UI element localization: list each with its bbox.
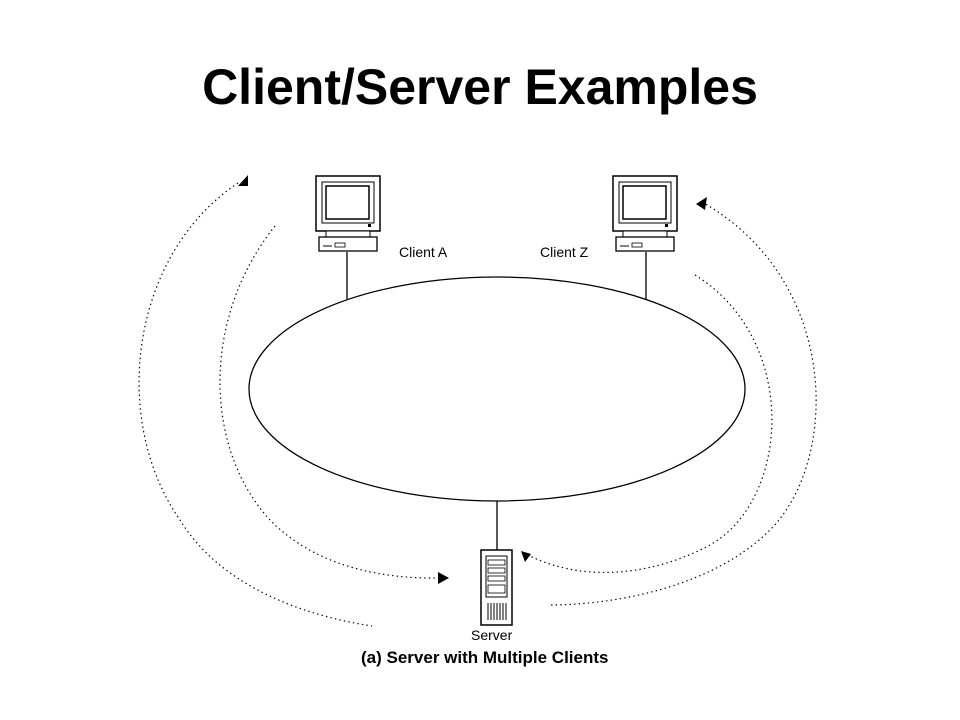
client-a-computer bbox=[315, 175, 381, 252]
left-outer-dotted-arc bbox=[138, 182, 373, 627]
client-z-label: Client Z bbox=[540, 244, 589, 260]
arrowhead-icon bbox=[438, 572, 449, 584]
server-tower-icon bbox=[480, 549, 513, 626]
monitor-icon bbox=[315, 175, 381, 252]
network-ellipse bbox=[248, 276, 746, 502]
right-inner-dotted-arc bbox=[529, 274, 773, 573]
server-label: Server bbox=[471, 627, 513, 643]
left-inner-dotted-arc bbox=[219, 225, 441, 579]
arrowhead-icon bbox=[238, 175, 248, 186]
client-z-computer bbox=[612, 175, 678, 252]
monitor-icon bbox=[612, 175, 678, 252]
right-outer-dotted-arc bbox=[547, 201, 817, 606]
arrowhead-icon bbox=[696, 197, 707, 210]
client-a-label: Client A bbox=[399, 244, 448, 260]
slide-title: Client/Server Examples bbox=[202, 59, 758, 115]
arrowhead-icon bbox=[521, 551, 531, 562]
diagram-caption: (a) Server with Multiple Clients bbox=[361, 648, 609, 667]
